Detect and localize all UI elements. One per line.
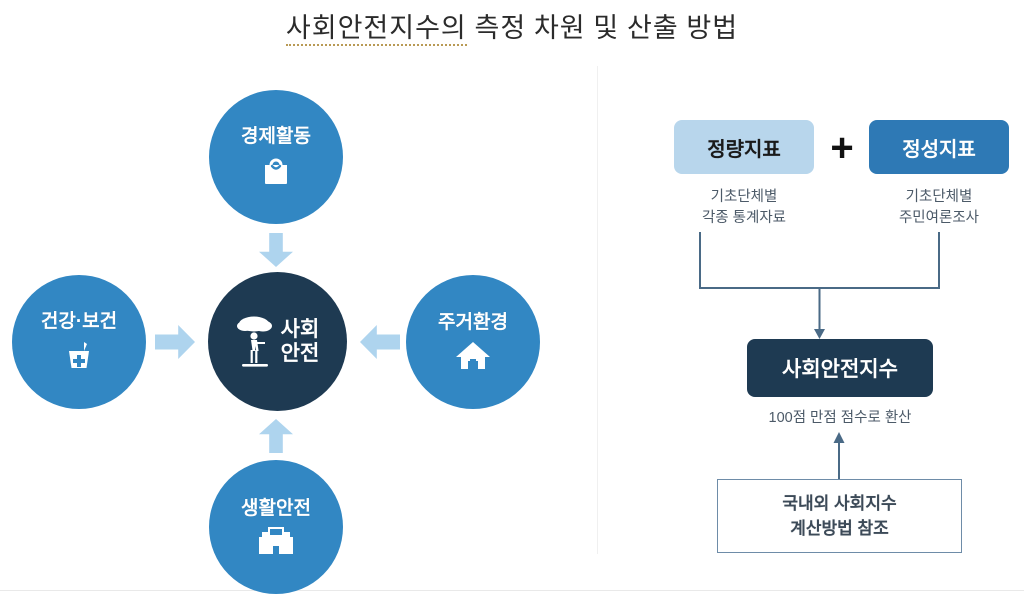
quantitative-indicator-caption: 기초단체별 각종 통계자료 bbox=[701, 189, 787, 227]
center-node-label-line1: 사회 bbox=[280, 317, 320, 341]
center-node-label-line2: 안전 bbox=[280, 341, 320, 365]
house-icon bbox=[455, 339, 491, 371]
center-node-label: 사회 안전 bbox=[281, 318, 320, 365]
social-safety-index-caption: 100점 만점 점수로 환산 bbox=[768, 410, 912, 426]
dimension-node-economic-activity[interactable]: 경제활동 bbox=[209, 90, 343, 224]
person-with-umbrella-cloud-icon bbox=[236, 314, 276, 370]
dimensions-diagram: 경제활동 건강·보건 bbox=[0, 60, 597, 594]
dimension-label-living-safety: 생활안전 bbox=[241, 497, 311, 519]
arrow-down-icon bbox=[259, 233, 293, 267]
page-title-spellchecked: 사회안전지수의 bbox=[285, 13, 467, 46]
panel-divider bbox=[597, 66, 598, 554]
police-station-icon bbox=[257, 525, 295, 555]
dimension-node-living-safety[interactable]: 생활안전 bbox=[209, 460, 343, 594]
dimension-node-health[interactable]: 건강·보건 bbox=[12, 275, 146, 409]
arrow-right-icon bbox=[155, 325, 195, 359]
center-node-social-safety[interactable]: 사회 안전 bbox=[208, 272, 347, 411]
plus-operator-icon: + bbox=[830, 126, 854, 170]
page-title-rest: 측정 차원 및 산출 방법 bbox=[466, 13, 739, 43]
shopping-bag-icon bbox=[259, 153, 293, 187]
dimension-label-housing: 주거환경 bbox=[438, 311, 508, 333]
dimension-node-housing[interactable]: 주거환경 bbox=[406, 275, 540, 409]
dimension-label-health: 건강·보건 bbox=[40, 310, 118, 332]
dimension-label-economic-activity: 경제활동 bbox=[241, 125, 311, 147]
qualitative-indicator-caption: 기초단체별 주민여론조사 bbox=[898, 189, 980, 227]
social-safety-index-box[interactable]: 사회안전지수 bbox=[747, 339, 933, 397]
qualitative-indicator-box[interactable]: 정성지표 bbox=[869, 120, 1009, 174]
arrow-up-icon bbox=[259, 419, 293, 453]
arrow-left-icon bbox=[360, 325, 400, 359]
quantitative-indicator-box[interactable]: 정량지표 bbox=[674, 120, 814, 174]
calculation-flow-diagram: 정량지표 + 정성지표 기초단체별 각종 통계자료 기초단체별 주민여론조사 사… bbox=[597, 0, 1024, 591]
reference-method-box[interactable]: 국내외 사회지수 계산방법 참조 bbox=[717, 479, 962, 553]
medical-mortar-icon bbox=[62, 338, 96, 372]
page-title: 사회안전지수의 측정 차원 및 산출 방법 bbox=[0, 6, 1024, 46]
